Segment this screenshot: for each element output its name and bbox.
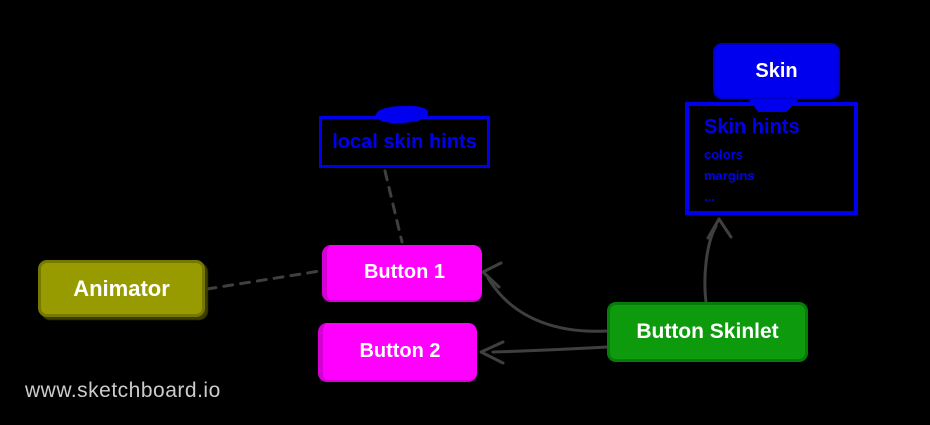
node-skin[interactable]: Skin <box>713 43 840 99</box>
skin-hints-item-ellipsis: ... <box>704 189 715 204</box>
connector-animator-button1[interactable] <box>205 269 322 291</box>
skin-hints-item-margins: margins <box>704 168 755 183</box>
animator-label: Animator <box>73 275 170 301</box>
node-animator[interactable]: Animator <box>38 260 205 317</box>
connector-skinlet-button1[interactable] <box>486 276 608 333</box>
skin-hints-title: Skin hints <box>704 116 800 138</box>
arrowhead-button1 <box>481 261 503 289</box>
connector-localhints-button1[interactable] <box>383 169 404 244</box>
local-skin-hints-label: local skin hints <box>332 130 477 153</box>
node-button-skinlet[interactable]: Button Skinlet <box>607 302 808 362</box>
node-skin-label: Skin <box>755 59 798 82</box>
button1-label: Button 1 <box>363 261 446 283</box>
node-skin-hints[interactable]: Skin hints colors margins ... <box>685 102 858 215</box>
node-button2[interactable]: Button 2 <box>318 323 477 382</box>
arrowhead-button2 <box>479 340 505 365</box>
skin-hints-item-colors: colors <box>704 147 744 162</box>
node-button1[interactable]: Button 1 <box>322 245 482 302</box>
button2-label: Button 2 <box>359 340 441 362</box>
button-skinlet-label: Button Skinlet <box>636 320 779 343</box>
connector-skinlet-skinhints[interactable] <box>703 224 718 304</box>
connector-skinlet-button2[interactable] <box>491 345 609 354</box>
sketchboard-watermark: www.sketchboard.io <box>25 379 221 402</box>
node-local-skin-hints[interactable]: local skin hints <box>319 116 490 168</box>
arrowhead-skinhints <box>706 217 733 240</box>
